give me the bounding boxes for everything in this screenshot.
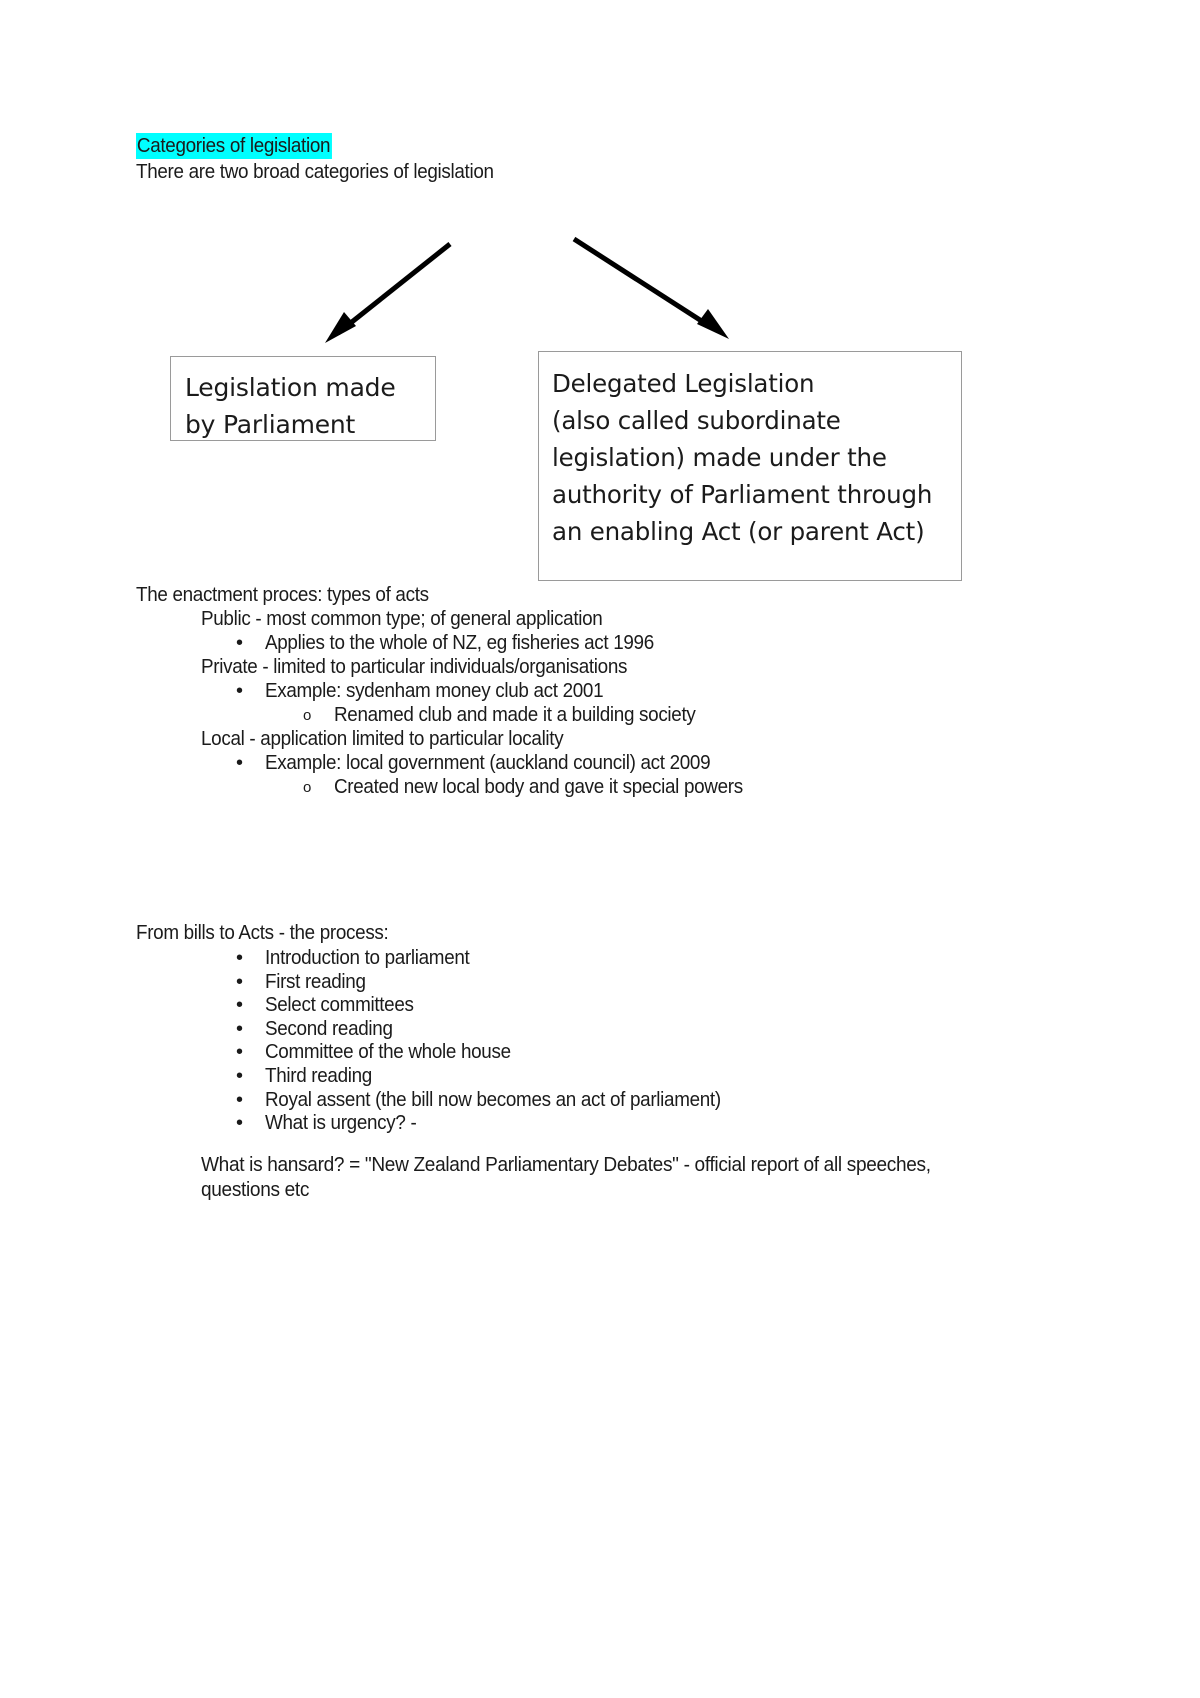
bullet-icon: • <box>236 994 244 1017</box>
bullet-icon: • <box>236 680 244 702</box>
hollow-bullet-icon: o <box>303 707 312 724</box>
page-heading: Categories of legislation <box>136 133 333 159</box>
box-delegated-line-1: Delegated Legislation <box>552 369 815 398</box>
intro-line: There are two broad categories of legisl… <box>136 160 494 183</box>
enactment-section-title: The enactment proces: types of acts <box>136 583 429 606</box>
process-item-6: Royal assent (the bill now becomes an ac… <box>265 1087 721 1111</box>
process-item-0: Introduction to parliament <box>265 946 470 969</box>
diagram-arrows <box>325 236 729 343</box>
bullet-icon: • <box>236 970 244 993</box>
bullet-icon: • <box>236 1041 244 1064</box>
process-section-title: From bills to Acts - the process: <box>136 921 389 944</box>
enactment-item-2: Private - limited to particular individu… <box>201 655 628 678</box>
process-item-4: Committee of the whole house <box>265 1040 511 1064</box>
process-item-2: Select committees <box>265 993 414 1017</box>
enactment-item-7: Created new local body and gave it speci… <box>334 775 743 798</box>
legislation-diagram: Legislation made by Parliament Delegated… <box>0 225 1200 581</box>
hollow-bullet-icon: o <box>303 779 312 796</box>
box-parliament-line-1: Legislation made <box>185 373 396 402</box>
bullet-icon: • <box>236 1017 244 1040</box>
page-heading-highlighted-text: Categories of legislation <box>136 133 333 159</box>
process-item-5: Third reading <box>265 1064 372 1087</box>
enactment-item-0: Public - most common type; of general ap… <box>201 607 603 630</box>
box-delegated-line-5: an enabling Act (or parent Act) <box>552 517 925 546</box>
box-legislation-made-by-parliament: Legislation made by Parliament <box>170 356 436 441</box>
process-item-1: First reading <box>265 969 366 993</box>
process-item-3: Second reading <box>265 1016 393 1040</box>
arrow-to-parliament-box <box>325 242 452 343</box>
bullet-icon: • <box>236 632 244 654</box>
enactment-item-6: Example: local government (auckland coun… <box>265 751 711 774</box>
box-delegated-line-3: legislation) made under the <box>552 443 887 472</box>
hansard-paragraph: What is hansard? = "New Zealand Parliame… <box>201 1153 931 1201</box>
box-delegated-legislation: Delegated Legislation (also called subor… <box>538 351 962 581</box>
enactment-item-3: Example: sydenham money club act 2001 <box>265 679 604 702</box>
bullet-icon: • <box>236 947 244 969</box>
box-delegated-line-4: authority of Parliament through <box>552 480 933 509</box>
bullet-icon: • <box>236 1112 244 1135</box>
box-parliament-line-2: by Parliament <box>185 410 356 439</box>
enactment-item-5: Local - application limited to particula… <box>201 727 564 750</box>
process-item-7: What is urgency? - <box>265 1111 417 1135</box>
arrow-to-delegated-box <box>572 236 729 339</box>
bullet-icon: • <box>236 1088 244 1111</box>
box-delegated-line-2: (also called subordinate <box>552 406 841 435</box>
enactment-item-1: Applies to the whole of NZ, eg fisheries… <box>265 631 654 654</box>
enactment-item-4: Renamed club and made it a building soci… <box>334 703 696 726</box>
bullet-icon: • <box>236 1065 244 1087</box>
bullet-icon: • <box>236 752 244 774</box>
